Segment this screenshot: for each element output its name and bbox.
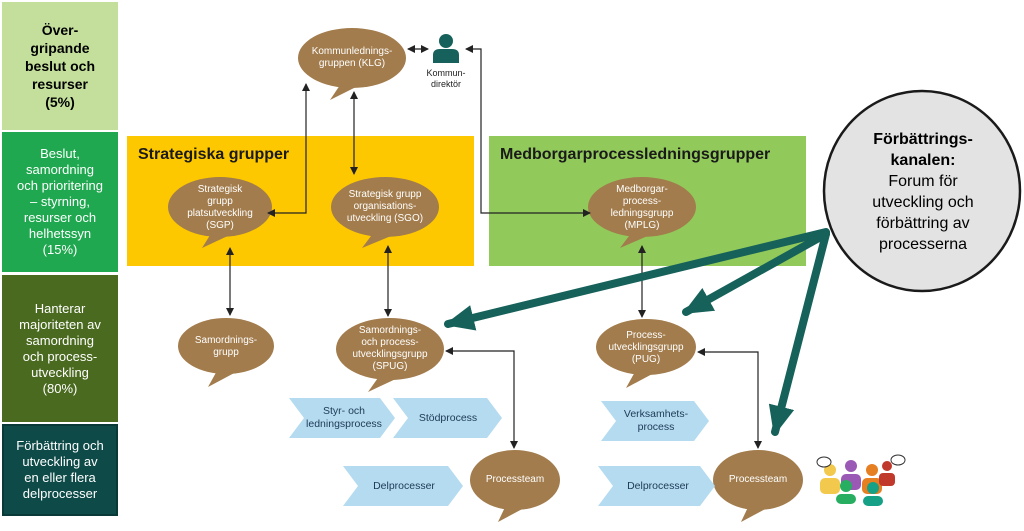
bubble-spug-shape bbox=[336, 318, 444, 392]
bubble-klg: Kommunlednings-gruppen (KLG) bbox=[311, 46, 393, 69]
band-line: beslut och bbox=[24, 58, 95, 74]
band-line: Förbättring och bbox=[16, 438, 104, 453]
forum-desc-line3: förbättring av bbox=[876, 215, 970, 232]
band-line: – styrning, bbox=[30, 194, 90, 209]
band-line: (15%) bbox=[42, 242, 78, 257]
band-line: (80%) bbox=[42, 380, 78, 396]
band-line: majoriteten av bbox=[19, 316, 101, 332]
bubble-processteam2-shape bbox=[713, 450, 803, 522]
person-icon bbox=[433, 34, 459, 63]
band-line: delprocesser bbox=[22, 486, 98, 501]
bubble-samordningsgrupp-shape bbox=[178, 318, 274, 387]
band-line: utveckling bbox=[31, 364, 89, 380]
band-line: och process- bbox=[22, 348, 98, 364]
forum-text: Förbättrings- kanalen: Forum för utveckl… bbox=[833, 112, 1013, 272]
band-line: helhetssyn bbox=[28, 226, 92, 241]
forum-title-line2: kanalen: bbox=[890, 152, 956, 169]
band-line: och prioritering bbox=[17, 178, 103, 193]
forum-circle bbox=[822, 89, 1022, 293]
forum-title-line1: Förbättrings- bbox=[873, 131, 973, 148]
band-line: Hanterar bbox=[34, 300, 86, 316]
bubble-klg-shape bbox=[298, 28, 406, 100]
bubble-sgp-shape bbox=[168, 177, 272, 248]
strategic-groups-title: Strategiska grupper bbox=[138, 146, 290, 163]
bubble-processteam-2: Processteam bbox=[728, 474, 788, 485]
bubble-pug-shape bbox=[596, 319, 696, 388]
chevron-delprocesser-1-label: Delprocesser bbox=[373, 479, 435, 492]
bubble-samordningsgrupp: Samordnings-grupp bbox=[194, 335, 258, 358]
band-line: resurser och bbox=[23, 210, 97, 225]
forum-desc-line4: processerna bbox=[878, 236, 968, 253]
band-line: en eller flera bbox=[24, 470, 96, 485]
band-line: (5%) bbox=[45, 94, 75, 110]
bubble-sgo-shape bbox=[331, 177, 439, 248]
chevron-delprocesser-2-label: Delprocesser bbox=[627, 479, 689, 492]
team-people-icon bbox=[816, 454, 906, 506]
bubble-processteam-1: Processteam bbox=[485, 474, 545, 485]
chevron-delproc2 bbox=[598, 466, 715, 506]
bubble-pug: Process-utvecklingsgrupp(PUG) bbox=[608, 330, 684, 365]
forum-desc-line1: Forum för bbox=[888, 173, 958, 190]
bubble-mplg-shape bbox=[588, 177, 696, 248]
chevron-delproc1 bbox=[343, 466, 463, 506]
bubble-mplg: Medborgar-process-ledningsgrupp(MPLG) bbox=[610, 184, 674, 231]
band-text: Över-gripande beslut och resurser (5%) bbox=[25, 21, 95, 111]
chevron-verksamhet-label: Verksamhets-process bbox=[623, 408, 689, 433]
chevron-styr bbox=[289, 398, 395, 438]
forum-desc-line2: utveckling och bbox=[872, 194, 974, 211]
chevron-stod-label: Stödprocess bbox=[418, 411, 478, 424]
band-line: Beslut, bbox=[40, 146, 80, 161]
band-line: samordning bbox=[26, 332, 94, 348]
band-line: samordning bbox=[26, 162, 94, 177]
band-line: resurser bbox=[31, 76, 89, 92]
band-overgripande: Över-gripande beslut och resurser (5%) bbox=[2, 2, 118, 130]
band-line: utveckling av bbox=[22, 454, 98, 469]
band-line: Över- bbox=[41, 22, 79, 38]
chevron-verksamhet bbox=[601, 401, 709, 441]
bubble-spug: Samordnings-och process-utvecklingsgrupp… bbox=[352, 325, 428, 372]
bubble-processteam1-shape bbox=[470, 450, 560, 522]
kommundirektor-label: Kommun-direktör bbox=[426, 68, 466, 89]
band-line: gripande bbox=[30, 40, 90, 56]
